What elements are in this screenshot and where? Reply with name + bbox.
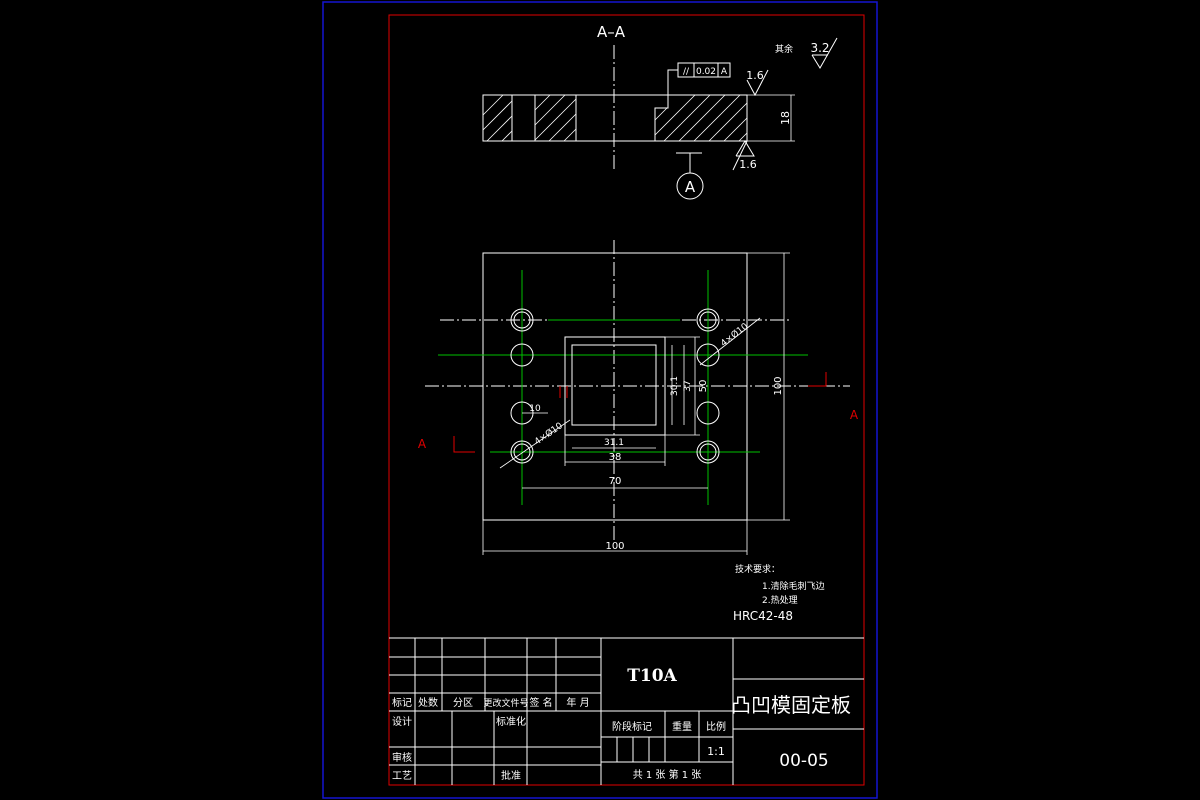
dim-thickness: 18 <box>779 111 792 125</box>
datum-letter: A <box>685 178 696 196</box>
tb-approve: 批准 <box>501 769 521 782</box>
dim-pocket-w: 38 <box>609 452 622 463</box>
hole <box>696 308 720 332</box>
plan-view: 100 100 70 38 31.1 50 37 <box>418 240 859 555</box>
tb-h-sign: 签 名 <box>529 696 552 709</box>
tb-std: 标准化 <box>496 715 526 728</box>
holes <box>510 308 720 464</box>
section-view: A–A <box>482 23 838 200</box>
flatness-frame: // 0.02 A <box>667 62 731 95</box>
tb-check: 审核 <box>392 751 412 764</box>
title-block: 标记 处数 分区 更改文件号 签 名 年 月 设计 标准化 审核 工艺 批准 T… <box>389 637 864 785</box>
dim-width-outer: 100 <box>605 541 624 552</box>
tb-weight: 重量 <box>672 720 692 733</box>
tb-drawing-no: 00-05 <box>779 751 828 771</box>
tb-sheets: 共 1 张 第 1 张 <box>633 768 702 781</box>
tb-h-doc: 更改文件号 <box>483 697 528 709</box>
tb-design: 设计 <box>392 715 412 728</box>
hole <box>696 343 720 367</box>
tb-stage-mark: 阶段标记 <box>612 720 652 733</box>
hatch-mid <box>534 94 577 142</box>
dim-pocket-h2: 37 <box>683 380 693 391</box>
tb-h-mark: 标记 <box>392 697 412 709</box>
tech-line1: 1.清除毛刺飞边 <box>762 580 825 592</box>
dim-holes-a: 4×Ø10 <box>532 420 565 447</box>
tb-ratio: 比例 <box>706 720 726 733</box>
dim-height-outer: 100 <box>773 376 784 395</box>
flatness-symbol: // <box>683 67 690 77</box>
roughness-top-value: 1.6 <box>746 69 764 82</box>
tech-requirements: 技术要求： 1.清除毛刺飞边 2.热处理 HRC42-48 <box>733 563 825 623</box>
outer-frame <box>322 1 878 799</box>
flatness-value: 0.02 <box>696 67 716 77</box>
dim-pocket-inner-w: 31.1 <box>604 438 624 448</box>
roughness-bottom: 1.6 <box>732 140 757 171</box>
hatch-left <box>482 94 513 142</box>
tech-line2: 2.热处理 <box>762 594 798 606</box>
tb-part-name: 凸凹模固定板 <box>731 693 851 717</box>
hole <box>696 440 720 464</box>
hole <box>510 308 534 332</box>
tb-process: 工艺 <box>392 770 412 782</box>
tb-h-zone: 分区 <box>453 697 473 709</box>
tech-title: 技术要求： <box>735 563 780 575</box>
roughness-top: 1.6 <box>746 69 769 97</box>
hatch-right <box>654 94 748 142</box>
tb-h-count: 处数 <box>418 696 438 709</box>
section-mark-right: A <box>850 408 859 422</box>
section-cut-marks: A A <box>418 372 859 453</box>
dim-pocket-inner-h: 30.1 <box>670 376 680 396</box>
pocket-outer <box>564 336 666 436</box>
hole <box>510 343 534 367</box>
roughness-general-value: 3.2 <box>810 41 829 55</box>
tb-scale: 1:1 <box>707 745 725 758</box>
dim-hole-offset: 10 <box>529 404 541 414</box>
dim-holes-b: 4×Ø10 <box>719 321 751 349</box>
tb-material: T10A <box>627 666 677 686</box>
datum-symbol: A <box>676 152 704 200</box>
roughness-general-label: 其余 <box>775 43 793 55</box>
hole <box>510 440 534 464</box>
dimensions: 100 100 70 38 31.1 50 37 <box>482 252 790 555</box>
tech-line3: HRC42-48 <box>733 609 793 623</box>
dim-pocket-h: 50 <box>698 380 709 393</box>
flatness-datum: A <box>721 67 728 77</box>
pocket-inner <box>571 344 657 426</box>
dim-hole-span: 70 <box>609 476 622 487</box>
hole <box>696 401 720 425</box>
roughness-bottom-value: 1.6 <box>739 158 757 171</box>
drawing-border <box>388 14 865 786</box>
roughness-general: 其余 3.2 <box>775 37 838 69</box>
section-title: A–A <box>597 23 626 41</box>
section-mark-left: A <box>418 437 427 451</box>
tb-h-date: 年 月 <box>566 696 589 709</box>
